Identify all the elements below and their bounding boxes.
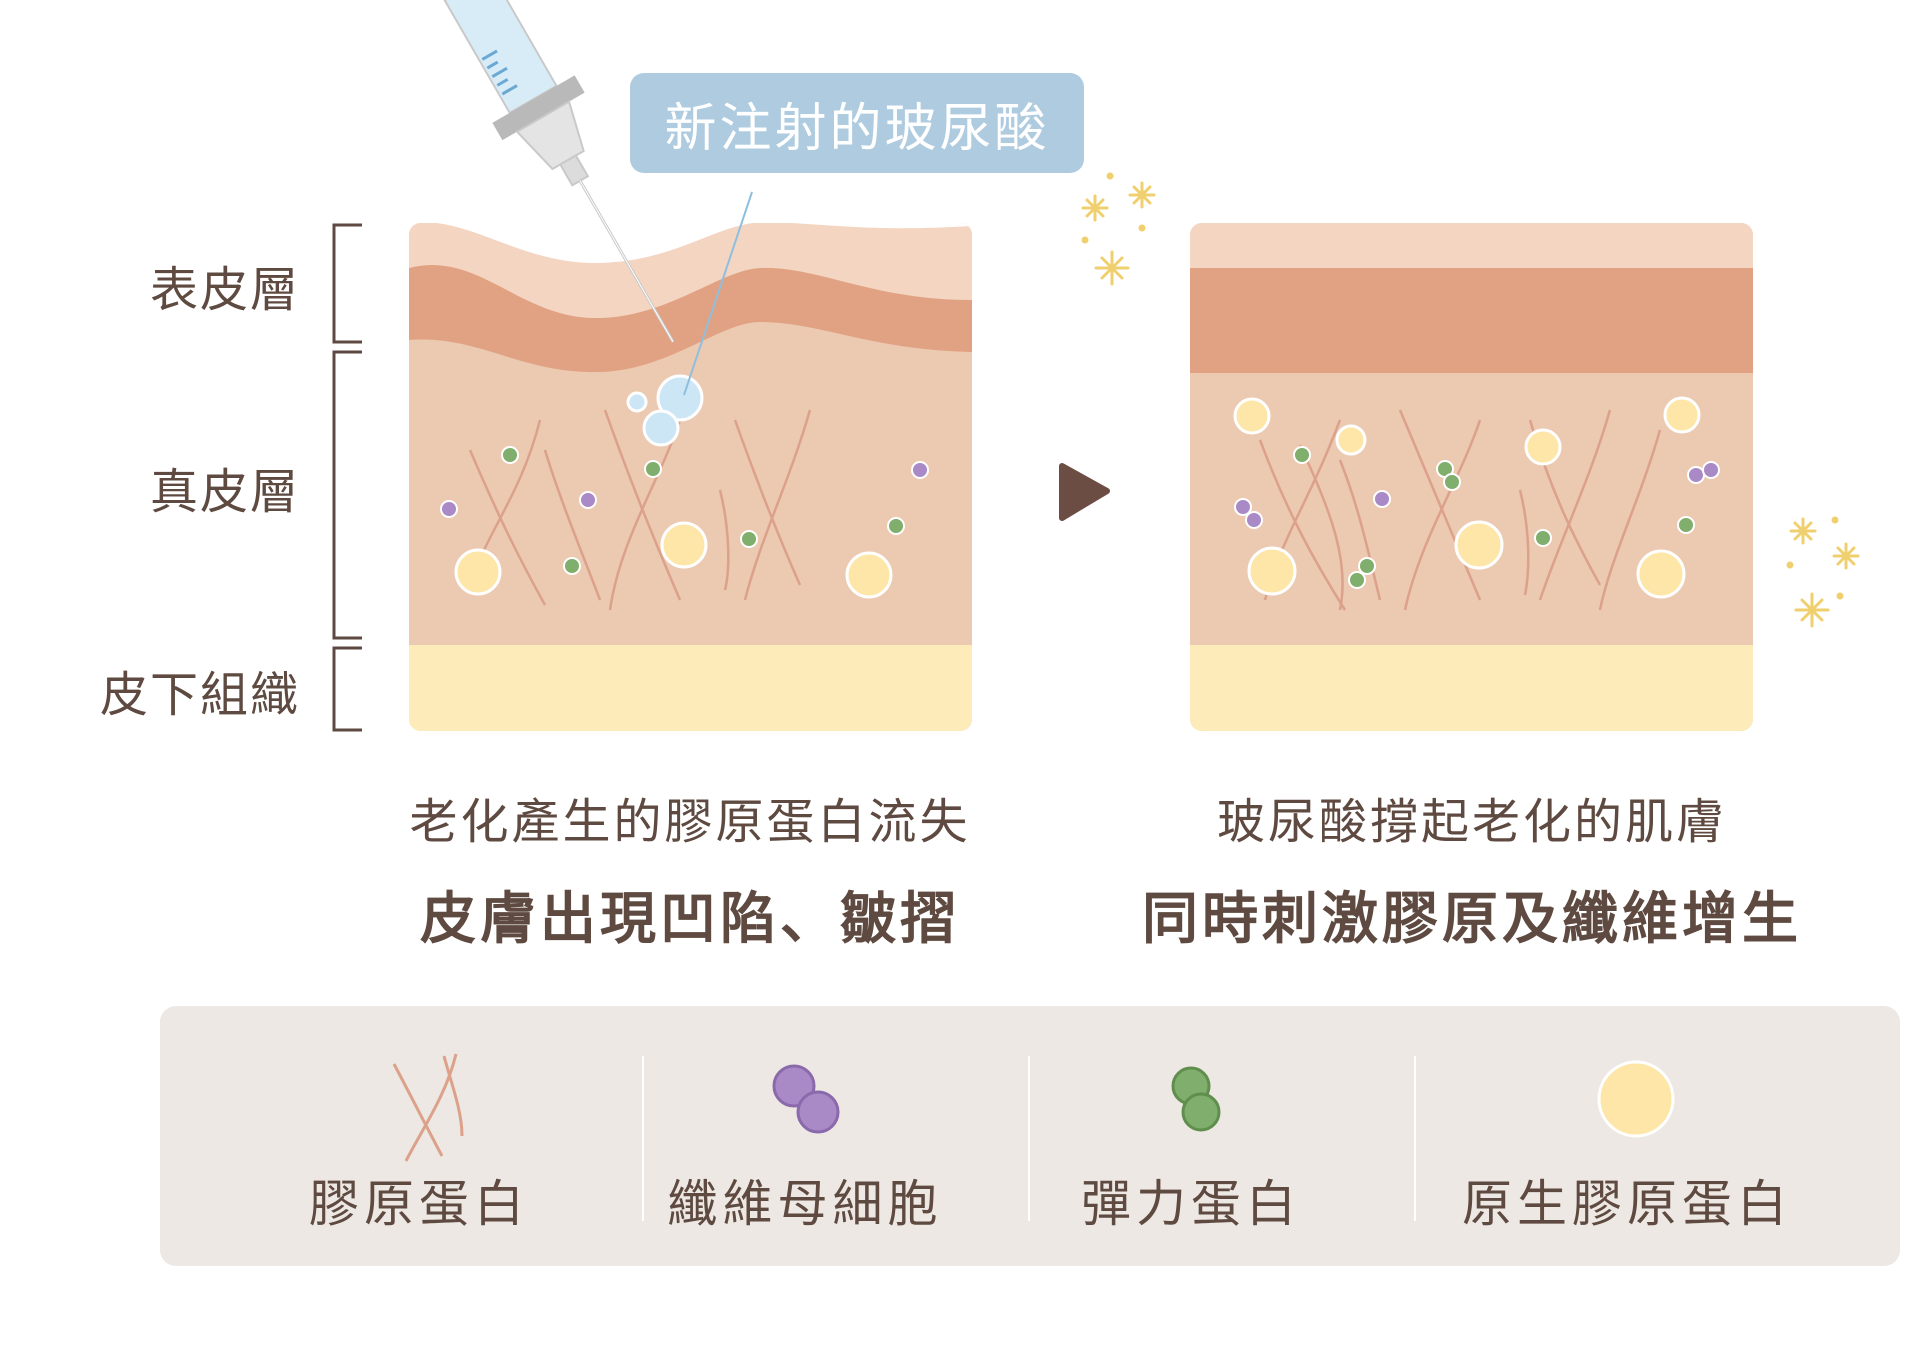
fibroblast-icon (772, 1064, 840, 1134)
rejuvenated-skin-block (1190, 223, 1753, 731)
legend-divider (1028, 1056, 1030, 1221)
right-caption-line2: 同時刺激膠原及纖維增生 (1142, 887, 1802, 952)
legend-panel: 膠原蛋白 纖維母細胞 彈力蛋白 原生膠原蛋白 (160, 1006, 1900, 1266)
arrow-right-icon (1059, 463, 1110, 521)
right-caption: 玻尿酸撐起老化的肌膚 同時刺激膠原及纖維增生 (1122, 782, 1822, 955)
layer-brackets (332, 223, 362, 732)
fibroblast-cells-new (1234, 461, 1720, 529)
legend-label: 纖維母細胞 (667, 1175, 943, 1233)
hyaluronic-callout: 新注射的玻尿酸 (630, 73, 1084, 173)
callout-pointer (683, 191, 753, 396)
legend-divider (1414, 1056, 1416, 1221)
legend-item-native-collagen: 原生膠原蛋白 (1422, 1006, 1832, 1266)
epidermis-wave-edge (409, 223, 972, 264)
sparkle-icon (1081, 172, 1156, 286)
legend-divider (642, 1056, 644, 1221)
aging-skin-block (409, 223, 972, 731)
legend-item-fibroblast: 纖維母細胞 (612, 1006, 998, 1266)
native-collagen-cells-new (1233, 396, 1701, 599)
elastin-icon (1171, 1066, 1221, 1132)
elastin-cells (501, 446, 905, 575)
epidermis-bracket (332, 223, 362, 344)
hyaluronic-bubbles (626, 374, 704, 447)
elastin-cells-new (1293, 446, 1695, 589)
right-caption-line1: 玻尿酸撐起老化的肌膚 (1216, 794, 1727, 850)
epidermis-label: 表皮層 (149, 262, 300, 318)
collagen-fiber-icon (392, 1053, 464, 1162)
native-collagen-icon (1597, 1060, 1675, 1138)
dermis-bracket (332, 350, 362, 640)
native-collagen-cells (454, 521, 893, 599)
left-caption-line1: 老化產生的膠原蛋白流失 (409, 794, 971, 850)
legend-item-elastin: 彈力蛋白 (998, 1006, 1384, 1266)
epidermis-dark-band (409, 265, 972, 373)
dermis-label: 真皮層 (149, 464, 300, 520)
subcutaneous-label: 皮下組織 (99, 667, 300, 723)
legend-label: 原生膠原蛋白 (1462, 1175, 1792, 1233)
subcutaneous-bracket (332, 646, 362, 732)
fibroblast-cells (440, 461, 929, 518)
legend-label: 膠原蛋白 (309, 1175, 529, 1233)
syringe-icon (443, 0, 675, 343)
left-caption: 老化產生的膠原蛋白流失 皮膚出現凹陷、皺摺 (340, 782, 1040, 955)
legend-label: 彈力蛋白 (1081, 1175, 1301, 1233)
legend-item-collagen: 膠原蛋白 (226, 1006, 612, 1266)
left-caption-line2: 皮膚出現凹陷、皺摺 (420, 887, 960, 952)
sparkle-icon (1786, 516, 1860, 628)
